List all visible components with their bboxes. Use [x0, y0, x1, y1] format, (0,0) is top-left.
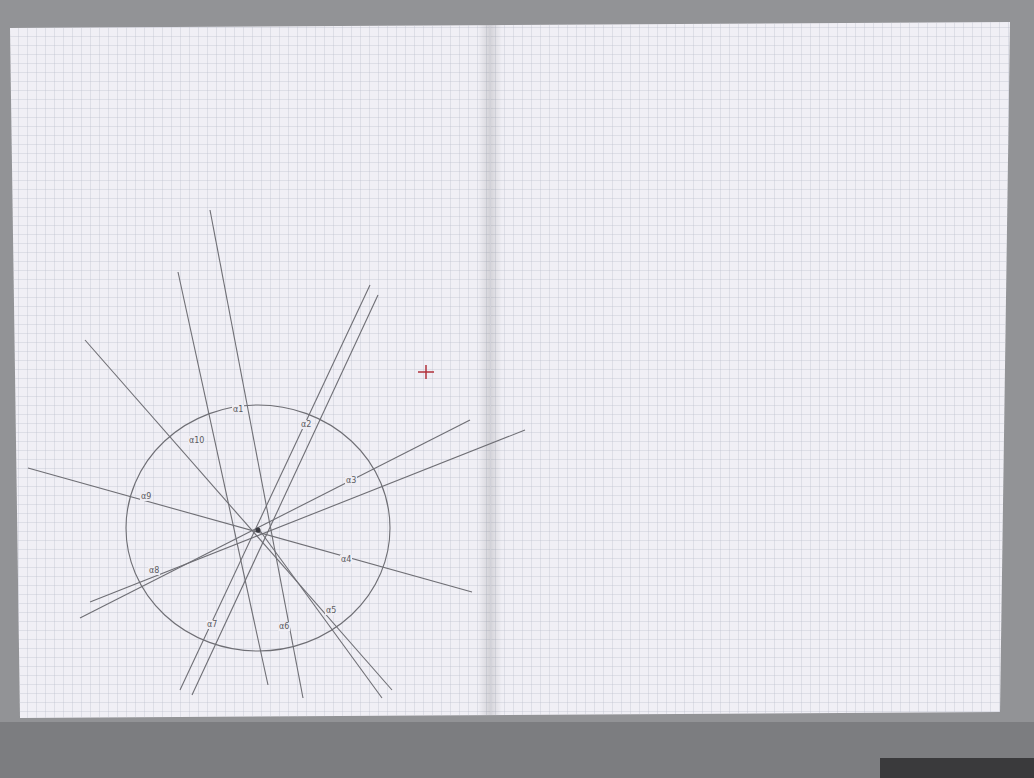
angle-label: α6 [278, 622, 290, 631]
angle-label: α2 [300, 420, 312, 429]
graph-paper [10, 22, 1010, 718]
angle-label: α1 [232, 405, 244, 414]
wall-shadow [0, 722, 1034, 778]
grid [10, 22, 1010, 718]
angle-label: α7 [206, 620, 218, 629]
pencil-lines [28, 210, 525, 698]
dark-object [880, 758, 1034, 778]
red-cross-mark [418, 365, 434, 379]
angle-label: α10 [188, 436, 205, 445]
angle-label: α3 [345, 476, 357, 485]
page-fold [478, 25, 502, 715]
angle-label: α8 [148, 566, 160, 575]
fold-line [490, 25, 491, 715]
angle-label: α9 [140, 492, 152, 501]
angle-label: α5 [325, 606, 337, 615]
angle-label: α4 [340, 555, 352, 564]
center-point [256, 528, 261, 533]
